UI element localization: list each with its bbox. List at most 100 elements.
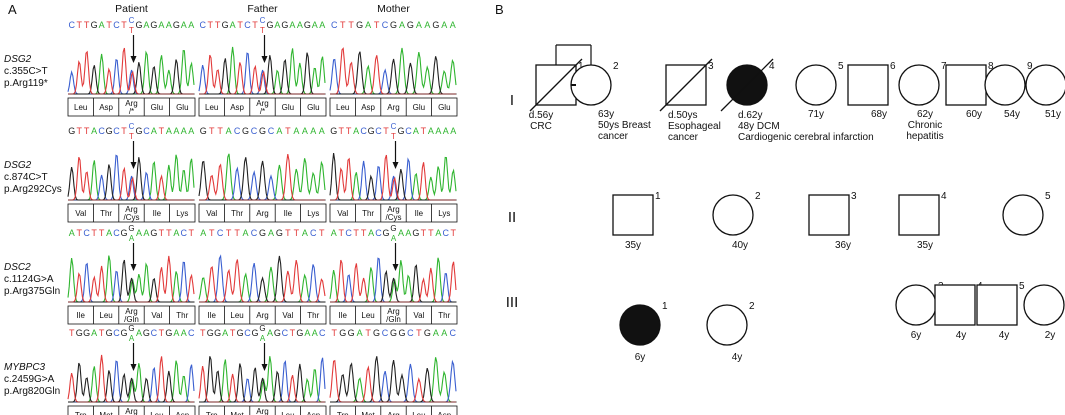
trace-G [199,356,325,403]
individual-number: 6 [890,61,896,72]
base-letter: G [165,328,172,338]
cdna-change-label: c.2459G>A [4,374,55,385]
codon-label: Ile [415,209,424,218]
base-letter: T [84,20,90,30]
codon-label: Met [361,411,375,415]
codon-label: Lys [438,209,450,218]
base-letter: A [188,20,194,30]
base-letter: T [234,228,240,238]
codon-box [67,203,196,223]
base-letter: A [99,20,105,30]
codon-label: Thr [231,209,243,218]
individual-annotation: 40y [732,240,748,251]
male-symbol [612,194,654,236]
pedigree-individual-I8: 8 [945,61,994,106]
base-letter: A [319,20,325,30]
codon-label: Val [151,311,162,320]
individual-number: 5 [1019,281,1025,292]
generation-label-III: III [506,294,519,311]
codon-label: Ile [338,311,347,320]
base-letter: A [304,328,310,338]
pedigree-individual-II2: 2 [712,191,761,236]
codon-label: Val [413,311,424,320]
codon-label-alt: /Cys [386,213,402,222]
base-letter: T [331,328,337,338]
base-letter: A [405,228,411,238]
pedigree-individual-II3: 3 [808,191,857,236]
base-letter: G [252,328,259,338]
base-letter: G [200,126,207,136]
female-symbol [1025,64,1065,106]
base-letter: T [348,20,354,30]
pedigree-individual-III6: 6 [1023,284,1065,326]
variant-arrowhead [392,264,399,271]
het-top-base: C [391,122,397,131]
base-letter: G [150,20,157,30]
base-letter: G [348,328,355,338]
base-letter: A [136,228,142,238]
codon-label: Thr [176,311,188,320]
codon-label: Glu [282,103,294,112]
deceased-slash [720,58,774,112]
codon-label: Arg [387,307,399,316]
codon-label: Ile [153,209,162,218]
base-letter: A [365,20,371,30]
protein-change-label: p.Arg119* [4,78,48,89]
codon-label: Val [282,311,293,320]
base-letter: T [340,20,346,30]
base-letter: G [398,328,405,338]
base-letter: A [222,328,228,338]
female-symbol [1023,284,1065,326]
variant-arrowhead [130,162,137,169]
individual-annotation: 35y [625,240,641,251]
protein-change-label: p.Arg292Cys [4,184,62,195]
base-letter: T [428,228,434,238]
base-letter: C [268,126,275,136]
base-letter: T [365,328,371,338]
base-letter: C [217,228,224,238]
female-symbol [895,284,937,326]
base-letter: G [121,228,128,238]
base-letter: A [441,328,447,338]
female-symbol [795,64,837,106]
individual-annotation: 2y [1045,330,1056,341]
individual-annotation: CRC [530,121,552,132]
base-letter: A [312,328,318,338]
base-letter: T [159,228,165,238]
individual-number: 1 [662,301,668,312]
individual-annotation: 60y [966,109,982,120]
het-top-base: C [260,16,266,25]
codon-label-alt: /* [260,107,265,116]
base-letter: A [433,328,439,338]
base-letter: T [237,20,243,30]
male-symbol [934,284,976,326]
codon-label: Glu [307,103,319,112]
het-top-base: G [128,224,134,233]
pedigree-individual-I1: 1 [529,58,584,112]
base-letter: T [285,126,291,136]
individual-annotation: d.50ys [668,110,697,121]
individual-annotation: 4y [956,330,967,341]
base-letter: G [121,328,128,338]
panel-b: BIIIIII1234567891012345123456d.56yCRC63y… [495,2,1065,363]
het-bottom-base: A [129,234,135,243]
base-letter: G [222,20,229,30]
codon-label: Lys [307,209,319,218]
base-letter: C [382,20,389,30]
base-letter: C [251,228,258,238]
base-letter: A [173,126,179,136]
panel-b-letter: B [495,2,504,17]
individual-number: 1 [655,191,661,202]
base-letter: T [159,328,165,338]
base-letter: C [98,126,105,136]
base-letter: G [83,328,90,338]
codon-label: Leu [281,411,294,415]
trace-T [330,47,456,95]
pedigree-individual-III4: 4 [934,281,983,326]
base-letter: A [319,126,325,136]
codon-label-alt: /Cys [124,213,140,222]
